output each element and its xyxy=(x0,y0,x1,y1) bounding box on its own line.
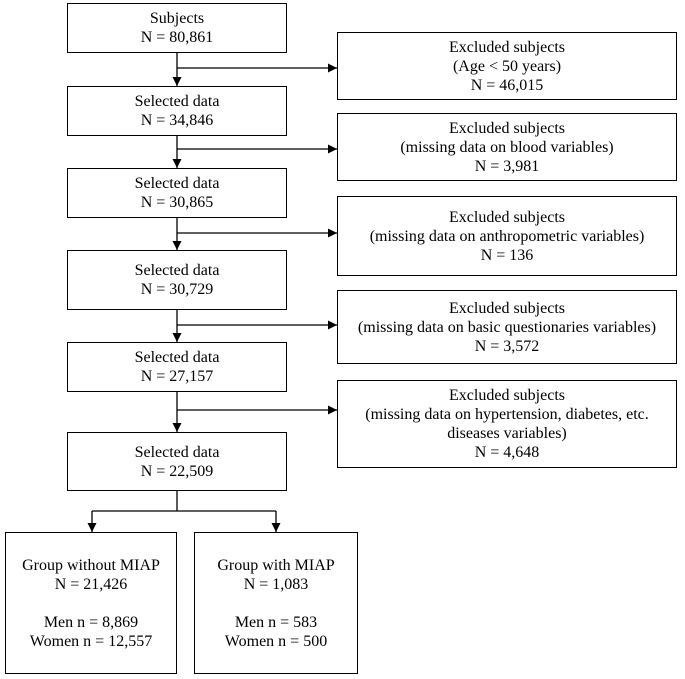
selected-box-2: Selected data N = 30,865 xyxy=(67,168,287,218)
excluded-box-4: Excluded subjects (missing data on basic… xyxy=(337,290,677,364)
group-title: Group without MIAP xyxy=(22,556,160,574)
excluded-title: Excluded subjects xyxy=(449,38,565,56)
excluded-reason: (missing data on basic questionaries var… xyxy=(357,318,657,336)
excluded-reason-continued: diseases variables) xyxy=(447,425,567,442)
excluded-reason: (Age < 50 years) xyxy=(452,57,562,75)
selected-title: Selected data xyxy=(134,175,220,192)
excluded-box-3: Excluded subjects (missing data on anthr… xyxy=(337,196,677,276)
group-women: Women n = 500 xyxy=(224,632,328,650)
selected-box-4: Selected data N = 27,157 xyxy=(67,342,287,392)
excluded-n: N = 3,981 xyxy=(474,157,540,175)
selected-title: Selected data xyxy=(134,262,220,279)
group-without-miap-box: Group without MIAP N = 21,426 Men n = 8,… xyxy=(5,532,177,674)
selected-n: N = 34,846 xyxy=(140,112,214,129)
selected-n: N = 30,729 xyxy=(140,281,214,298)
subjects-box: Subjects N = 80,861 xyxy=(67,3,287,53)
excluded-reason: (missing data on blood variables) xyxy=(400,138,614,156)
selected-box-3: Selected data N = 30,729 xyxy=(67,250,287,310)
group-women: Women n = 12,557 xyxy=(29,632,153,650)
selected-title: Selected data xyxy=(134,93,220,110)
group-n: N = 1,083 xyxy=(243,575,309,593)
excluded-reason: (missing data on anthropometric variable… xyxy=(369,227,645,245)
group-with-miap-box: Group with MIAP N = 1,083 Men n = 583 Wo… xyxy=(194,532,358,674)
excluded-box-2: Excluded subjects (missing data on blood… xyxy=(337,113,677,181)
selected-box-5: Selected data N = 22,509 xyxy=(67,432,287,491)
excluded-title: Excluded subjects xyxy=(449,208,565,226)
excluded-n: N = 46,015 xyxy=(470,76,544,94)
subjects-n: N = 80,861 xyxy=(140,29,214,46)
group-men: Men n = 583 xyxy=(234,613,318,631)
group-n: N = 21,426 xyxy=(54,575,128,593)
excluded-title: Excluded subjects xyxy=(449,299,565,317)
excluded-n: N = 3,572 xyxy=(474,337,540,355)
selected-n: N = 22,509 xyxy=(140,462,214,480)
group-men: Men n = 8,869 xyxy=(43,613,139,631)
excluded-reason: (missing data on hypertension, diabetes,… xyxy=(365,406,649,423)
selected-box-1: Selected data N = 34,846 xyxy=(67,86,287,136)
excluded-n: N = 4,648 xyxy=(474,444,540,461)
excluded-title: Excluded subjects xyxy=(449,387,565,404)
excluded-n: N = 136 xyxy=(480,246,534,264)
excluded-box-1: Excluded subjects (Age < 50 years) N = 4… xyxy=(337,32,677,100)
group-title: Group with MIAP xyxy=(217,556,335,574)
excluded-box-5: Excluded subjects (missing data on hyper… xyxy=(337,380,677,468)
selected-n: N = 30,865 xyxy=(140,194,214,211)
excluded-title: Excluded subjects xyxy=(449,119,565,137)
selected-n: N = 27,157 xyxy=(140,368,214,385)
subjects-title: Subjects xyxy=(149,10,205,27)
selected-title: Selected data xyxy=(134,443,220,461)
selected-title: Selected data xyxy=(134,349,220,366)
